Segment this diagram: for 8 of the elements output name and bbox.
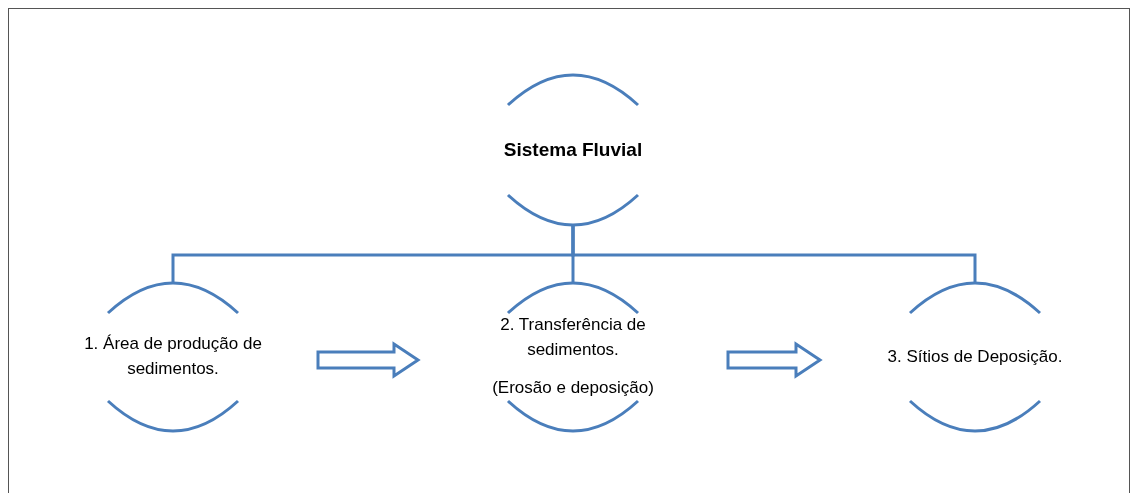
- node-text: 2. Transferência de sedimentos.: [499, 314, 647, 361]
- node-title: Sistema Fluvial: [503, 138, 643, 163]
- node-text: (Erosão e deposição): [492, 377, 654, 400]
- node-text: 1. Área de produção de sedimentos.: [83, 333, 263, 380]
- block-arrow: [316, 341, 421, 379]
- connector-line: [571, 225, 977, 283]
- block-arrow: [726, 341, 823, 379]
- node-text: 3. Sítios de Deposição.: [887, 345, 1063, 368]
